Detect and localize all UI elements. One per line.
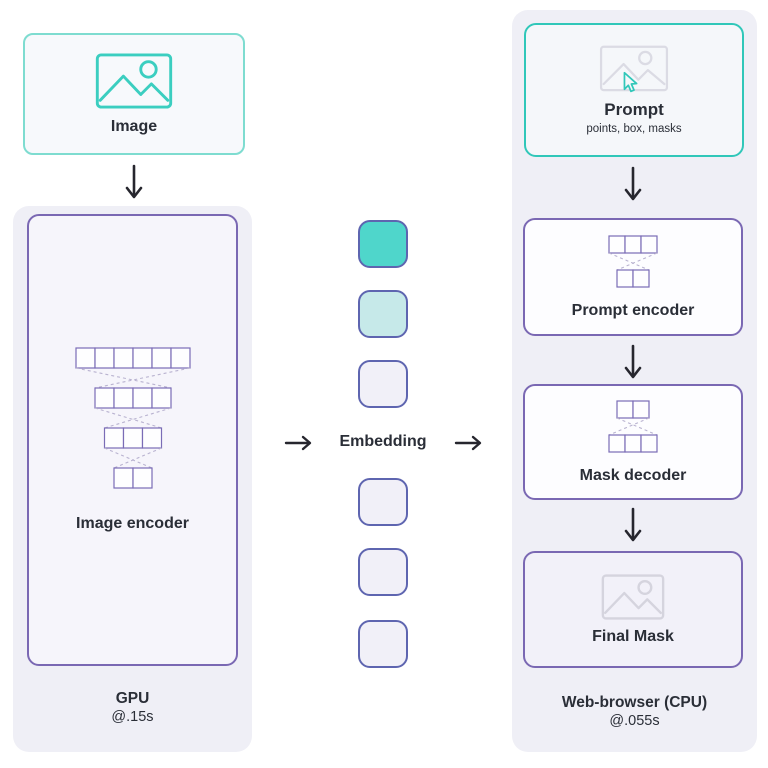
image-box-label: Image <box>110 117 158 135</box>
down-arrow-icon <box>624 344 642 379</box>
final-mask-box: Final Mask <box>523 551 743 668</box>
prompt-input-box: Prompt points, box, masks <box>524 23 744 157</box>
cpu-panel: Prompt points, box, masks Prompt encoder… <box>512 10 757 752</box>
gpu-caption-sub: @.15s <box>111 709 154 725</box>
embedding-square-4 <box>358 478 408 526</box>
prompt-box-title: Prompt <box>604 100 664 119</box>
mask-decoder-funnel-icon <box>608 399 658 453</box>
prompt-encoder-box: Prompt encoder <box>523 218 743 336</box>
gpu-caption-title: GPU <box>115 690 150 707</box>
prompt-encoder-funnel-icon <box>608 234 658 288</box>
gpu-caption: GPU @.15s <box>13 690 252 726</box>
down-arrow-icon <box>624 166 642 201</box>
embedding-square-3 <box>358 360 408 408</box>
final-mask-label: Final Mask <box>592 627 674 645</box>
image-input-box: Image <box>23 33 245 155</box>
embedding-label: Embedding <box>339 433 427 450</box>
embedding-square-2 <box>358 290 408 338</box>
image-icon <box>95 52 173 109</box>
final-mask-image-icon <box>601 573 665 620</box>
cpu-caption-title: Web-browser (CPU) <box>561 694 708 711</box>
gpu-panel: Image encoder GPU @.15s <box>13 206 252 752</box>
embedding-square-1 <box>358 220 408 268</box>
embedding-square-6 <box>358 620 408 668</box>
mask-decoder-box: Mask decoder <box>523 384 743 500</box>
prompt-box-subtitle: points, box, masks <box>586 123 682 135</box>
encoder-funnel-icon <box>74 347 191 489</box>
prompt-image-cursor-icon <box>599 45 669 93</box>
down-arrow-icon <box>125 164 143 199</box>
embedding-square-5 <box>358 548 408 596</box>
right-arrow-icon-left <box>284 435 312 451</box>
prompt-encoder-label: Prompt encoder <box>571 301 695 319</box>
cpu-caption: Web-browser (CPU) @.055s <box>512 694 757 730</box>
down-arrow-icon <box>624 507 642 542</box>
image-encoder-box: Image encoder <box>27 214 238 666</box>
cpu-caption-sub: @.055s <box>609 713 660 729</box>
image-encoder-label: Image encoder <box>76 515 189 532</box>
mask-decoder-label: Mask decoder <box>579 466 687 484</box>
right-arrow-icon-right <box>454 435 482 451</box>
